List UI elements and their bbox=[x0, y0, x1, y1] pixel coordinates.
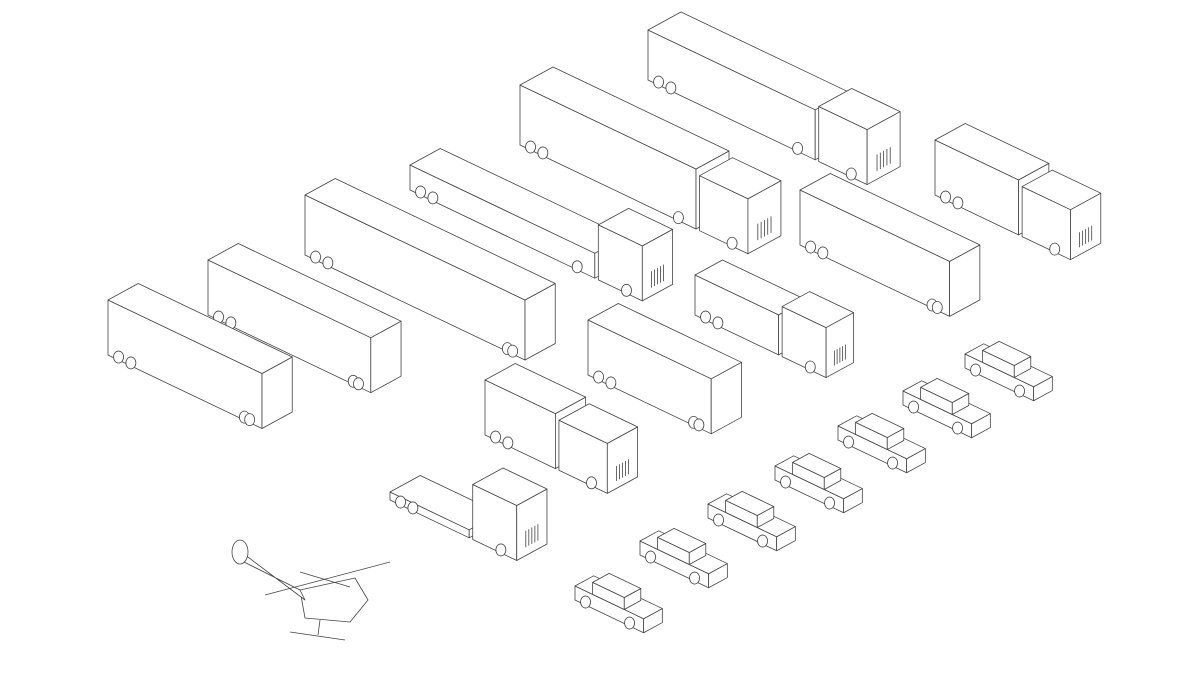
cab-top bbox=[558, 403, 638, 444]
cab-top bbox=[472, 467, 548, 506]
skid-strut bbox=[317, 619, 321, 636]
car-6 bbox=[902, 377, 991, 439]
cargo-top bbox=[107, 283, 293, 374]
wheel-icon bbox=[931, 301, 943, 314]
rv-camper bbox=[107, 283, 293, 429]
wheel-icon bbox=[624, 616, 635, 630]
tanker-truck bbox=[647, 11, 901, 185]
wheel-icon bbox=[1049, 242, 1061, 256]
wheel-icon bbox=[689, 571, 700, 585]
flatbed-truck bbox=[409, 148, 673, 302]
wheel-icon bbox=[427, 191, 439, 205]
wheel-icon bbox=[407, 501, 419, 515]
wheel-icon bbox=[580, 595, 591, 609]
box-truck bbox=[484, 363, 638, 494]
car-cabin-top bbox=[855, 412, 905, 438]
cargo-top bbox=[934, 123, 1050, 181]
wheel-icon bbox=[940, 190, 951, 204]
wheel-icon bbox=[970, 363, 981, 377]
wheel-icon bbox=[817, 246, 829, 260]
long-bus bbox=[304, 178, 556, 361]
landing-skid bbox=[289, 631, 346, 641]
wheel-icon bbox=[665, 81, 677, 95]
box-truck-right bbox=[934, 123, 1102, 261]
cargo-top bbox=[587, 303, 742, 380]
cab-top bbox=[818, 88, 901, 130]
wheel-icon bbox=[502, 436, 514, 450]
wheel-icon bbox=[713, 513, 724, 527]
tail-rotor bbox=[231, 539, 249, 565]
wheel-icon bbox=[244, 413, 256, 427]
cargo-top bbox=[304, 178, 556, 301]
tractor-unit bbox=[389, 467, 548, 561]
wheel-icon bbox=[571, 260, 583, 274]
wheel-icon bbox=[621, 283, 632, 297]
wheel-icon bbox=[490, 430, 501, 444]
rotor-blade bbox=[299, 571, 351, 588]
car-cabin-top bbox=[982, 340, 1032, 366]
car-7 bbox=[964, 340, 1053, 402]
wheel-icon bbox=[653, 75, 664, 89]
wheel-icon bbox=[310, 250, 321, 264]
wheel-icon bbox=[673, 211, 684, 225]
wheel-icon bbox=[700, 310, 711, 324]
coach-bus bbox=[799, 173, 981, 317]
cargo-top bbox=[207, 243, 402, 339]
wheel-icon bbox=[537, 146, 549, 160]
helicopter-body bbox=[299, 577, 369, 623]
car-3 bbox=[707, 490, 796, 552]
wheel-icon bbox=[507, 344, 519, 358]
wheel-icon bbox=[952, 421, 963, 435]
wheel-icon bbox=[525, 140, 536, 154]
cargo-top bbox=[799, 173, 981, 262]
wheel-icon bbox=[804, 360, 816, 374]
wheel-icon bbox=[792, 141, 803, 155]
cargo-top bbox=[484, 363, 587, 415]
semi-box-truck bbox=[519, 66, 782, 255]
car-cabin-top bbox=[725, 490, 775, 516]
wheel-icon bbox=[605, 376, 617, 390]
wheel-icon bbox=[887, 456, 898, 470]
wheel-icon bbox=[415, 185, 426, 199]
car-cabin-top bbox=[920, 377, 970, 403]
bus bbox=[207, 243, 402, 394]
wheel-icon bbox=[952, 196, 964, 210]
car-4 bbox=[774, 452, 863, 514]
wheel-icon bbox=[1014, 384, 1025, 398]
wheel-icon bbox=[113, 350, 124, 364]
wheel-icon bbox=[712, 316, 724, 330]
wheel-icon bbox=[693, 418, 705, 432]
rotor-blade bbox=[264, 561, 391, 596]
delivery-van bbox=[587, 303, 742, 435]
wheel-icon bbox=[824, 496, 835, 510]
cab-top bbox=[597, 207, 673, 247]
wheel-icon bbox=[843, 435, 854, 449]
cargo-top bbox=[519, 66, 730, 170]
small-tanker bbox=[694, 259, 855, 378]
cab-top bbox=[781, 291, 855, 328]
wheel-icon bbox=[645, 550, 656, 564]
wheel-icon bbox=[322, 256, 334, 270]
car-cabin-top bbox=[657, 528, 707, 553]
wheel-icon bbox=[908, 400, 919, 414]
cab-top bbox=[699, 157, 782, 200]
wheel-icon bbox=[395, 495, 406, 509]
wheel-icon bbox=[495, 543, 507, 557]
car-cabin-top bbox=[792, 452, 842, 478]
wheel-icon bbox=[845, 167, 857, 181]
helicopter bbox=[231, 539, 391, 641]
car-2 bbox=[639, 528, 728, 589]
wheel-icon bbox=[757, 534, 768, 548]
car-5 bbox=[837, 412, 926, 474]
wheel-icon bbox=[780, 475, 791, 489]
car-1 bbox=[574, 573, 663, 634]
wheel-icon bbox=[586, 476, 597, 490]
wheel-icon bbox=[805, 240, 816, 254]
wheel-icon bbox=[593, 370, 604, 384]
wheel-icon bbox=[125, 356, 137, 370]
cab-top bbox=[1021, 169, 1102, 211]
car-cabin-top bbox=[592, 573, 642, 598]
wheel-icon bbox=[353, 377, 364, 391]
wheel-icon bbox=[726, 236, 738, 250]
